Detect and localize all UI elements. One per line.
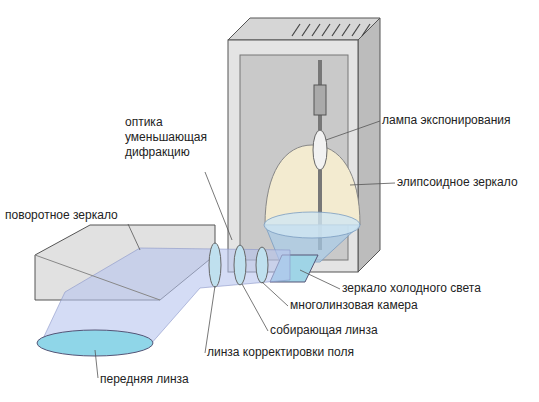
leader-lines	[95, 121, 395, 378]
part-label: собирающая линза	[270, 323, 378, 338]
grill-slot	[322, 24, 330, 36]
grill-slot	[332, 24, 340, 36]
part-label: лампа экспонирования	[382, 113, 511, 128]
part-label: оптика уменьшающая дифракцию	[125, 115, 210, 160]
part-label: зеркало холодного света	[342, 281, 481, 296]
leader-line	[350, 183, 395, 185]
mirror-rim	[264, 212, 360, 238]
lamp-cap	[314, 85, 326, 115]
lens	[209, 243, 221, 287]
leader-line	[300, 270, 340, 289]
grill-slot	[302, 24, 310, 36]
lens	[256, 247, 268, 283]
lens	[234, 245, 246, 285]
cabinet-top	[228, 18, 380, 40]
grill-slot	[352, 24, 360, 36]
leader-line	[262, 282, 288, 306]
grill-slot	[342, 24, 350, 36]
part-label: элипсоидное зеркало	[397, 175, 518, 190]
leader-line	[205, 286, 215, 353]
part-label: многолинзовая камера	[290, 298, 418, 313]
leader-line	[128, 224, 140, 250]
grill-slot	[362, 24, 370, 36]
cooling-grill	[292, 24, 370, 36]
leader-line	[242, 284, 268, 331]
turn-mirror-edge	[35, 255, 160, 300]
part-label: передняя линза	[100, 372, 189, 387]
lamp-bulb	[313, 130, 327, 170]
leader-line	[205, 172, 232, 240]
grill-slot	[292, 24, 300, 36]
leader-line	[326, 121, 380, 140]
leader-line	[95, 350, 98, 378]
part-label: линза корректировки поля	[207, 345, 354, 360]
part-label: поворотное зеркало	[5, 208, 118, 223]
grill-slot	[312, 24, 320, 36]
cabinet-side	[358, 18, 380, 272]
